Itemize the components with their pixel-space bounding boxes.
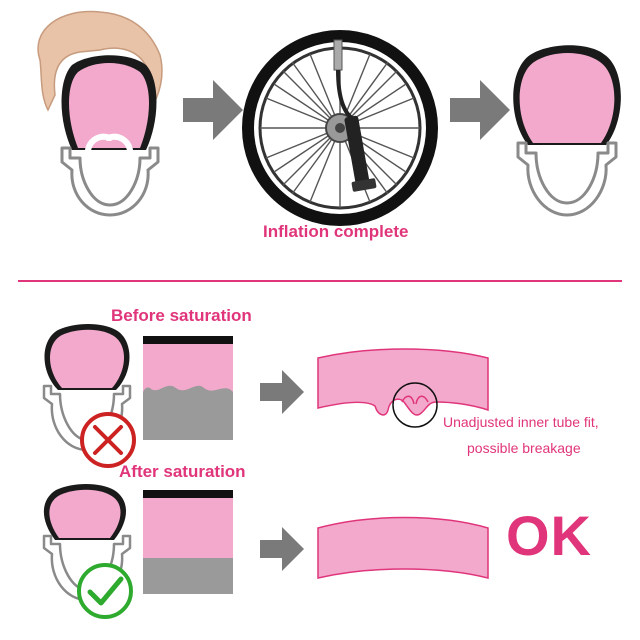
ok-label: OK xyxy=(506,504,592,567)
arrow-right-icon xyxy=(260,527,304,571)
magnifier-circle xyxy=(392,382,438,428)
inner-tube xyxy=(69,63,149,148)
before-saturation-label: Before saturation xyxy=(111,306,252,325)
check-icon xyxy=(77,563,133,619)
arrow-right-icon xyxy=(260,370,304,414)
inflation-complete-caption: Inflation complete xyxy=(263,222,409,241)
arrow-right-icon xyxy=(450,80,510,140)
rim xyxy=(60,146,160,217)
section-divider xyxy=(18,280,622,282)
warning-text-line2: possible breakage xyxy=(467,440,581,456)
cross-icon xyxy=(80,412,136,468)
rim xyxy=(516,141,618,217)
warning-text-line1: Unadjusted inner tube fit, xyxy=(443,414,599,430)
arrow-right-icon xyxy=(183,80,243,140)
inner-tube xyxy=(519,53,615,143)
after-saturation-label: After saturation xyxy=(119,462,246,481)
pump-icon xyxy=(333,39,377,192)
